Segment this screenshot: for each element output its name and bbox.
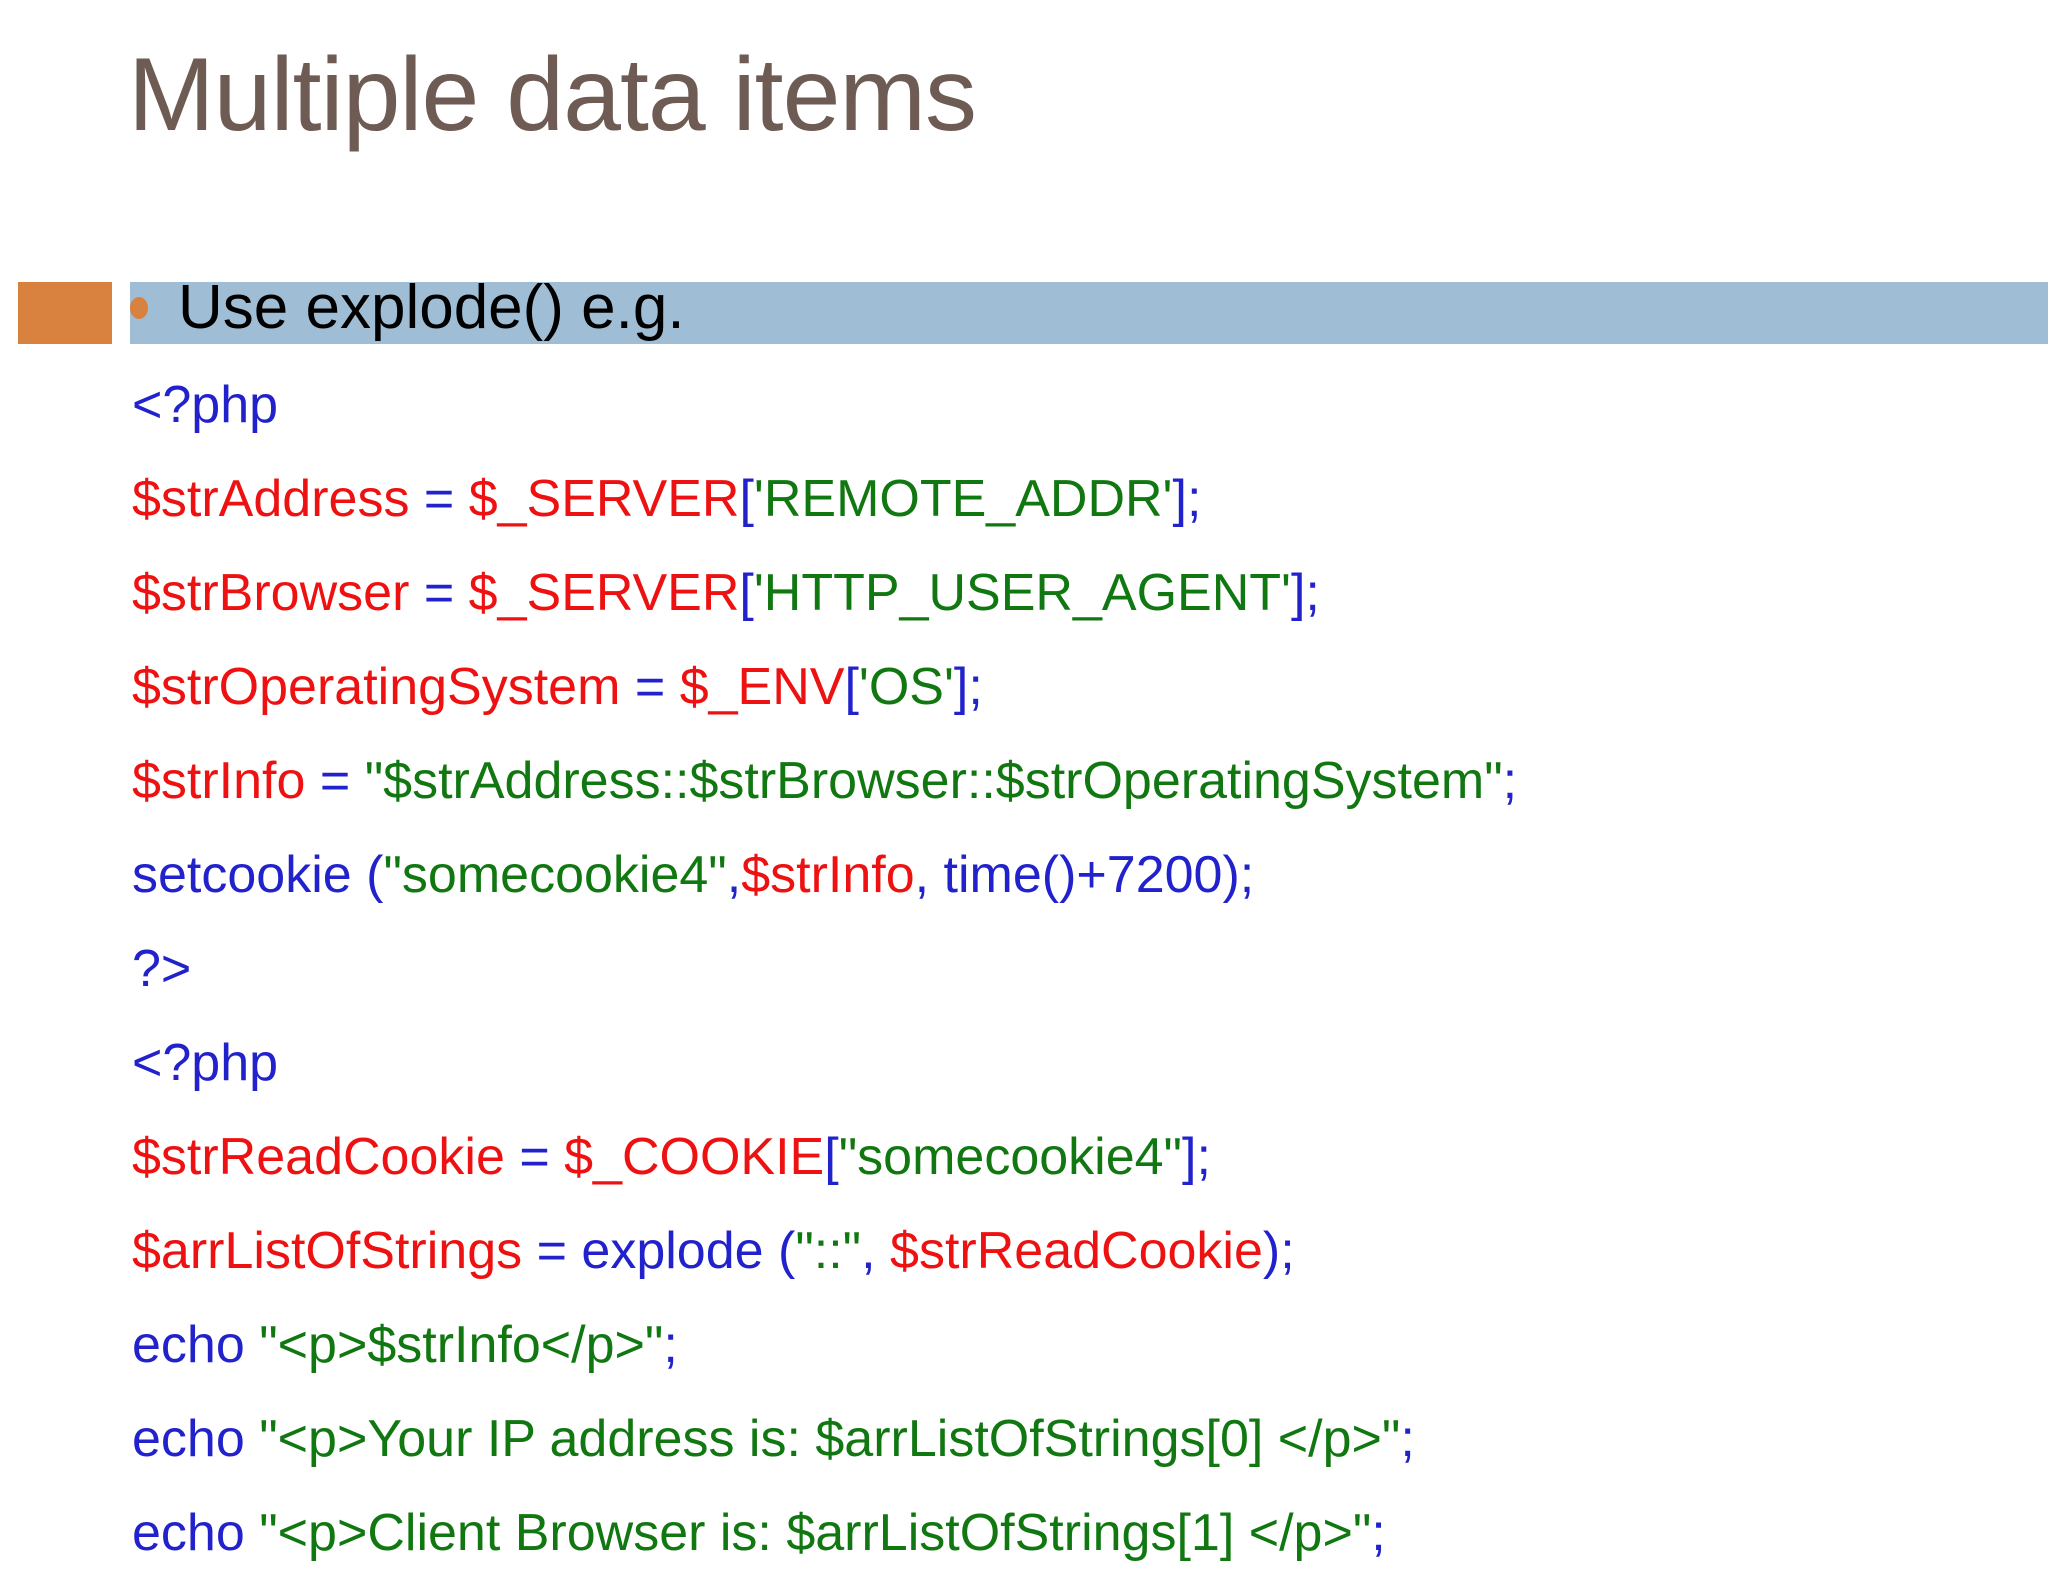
code-token-var: $strBrowser xyxy=(132,564,424,622)
code-token-kw: <?php xyxy=(132,1034,279,1092)
accent-block xyxy=(18,282,112,344)
section-heading-band: Use explode() e.g. xyxy=(0,277,2048,344)
bullet-item: Use explode() e.g. xyxy=(130,272,685,344)
code-token-kw: , xyxy=(861,1222,891,1280)
code-token-kw: [ xyxy=(844,658,859,716)
code-token-kw: = xyxy=(423,564,469,622)
code-token-var: $strReadCookie xyxy=(132,1128,520,1186)
code-token-str: 'REMOTE_ADDR' xyxy=(753,470,1173,528)
code-line: setcookie ("somecookie4",$strInfo, time(… xyxy=(132,828,2032,922)
code-line: $strReadCookie = $_COOKIE["somecookie4"]… xyxy=(132,1110,2032,1204)
code-token-kw: ; xyxy=(1400,1410,1415,1468)
code-token-kw: [ xyxy=(739,470,754,528)
bullet-dot-icon xyxy=(130,297,148,319)
code-token-kw: ]; xyxy=(1182,1128,1211,1186)
code-token-kw: echo xyxy=(132,1410,260,1468)
code-token-var: $strOperatingSystem xyxy=(132,658,635,716)
code-token-kw: , xyxy=(726,846,742,904)
bullet-item-label: Use explode() e.g. xyxy=(178,273,685,342)
code-token-kw: ; xyxy=(1502,752,1518,810)
code-token-kw: <?php xyxy=(132,376,279,434)
code-token-var: $strInfo xyxy=(132,752,320,810)
php-code-block: <?php$strAddress = $_SERVER['REMOTE_ADDR… xyxy=(132,358,2032,1580)
code-token-var: $strAddress xyxy=(132,470,424,528)
code-token-kw: ]; xyxy=(953,658,983,716)
code-token-str: "$strAddress::$strBrowser::$strOperating… xyxy=(364,752,1503,810)
code-token-kw: ]; xyxy=(1290,564,1320,622)
code-token-str: "::" xyxy=(795,1222,862,1280)
heading-highlight-bar xyxy=(130,282,2048,344)
code-token-var: $strInfo xyxy=(741,846,915,904)
code-token-kw: = xyxy=(519,1128,565,1186)
code-token-kw: = xyxy=(319,752,365,810)
code-line: $strBrowser = $_SERVER['HTTP_USER_AGENT'… xyxy=(132,546,2032,640)
code-token-kw: ]; xyxy=(1172,470,1202,528)
code-line: <?php xyxy=(132,1016,2032,1110)
code-token-str: 'HTTP_USER_AGENT' xyxy=(753,564,1291,622)
code-token-kw: echo xyxy=(132,1316,260,1374)
code-line: $arrListOfStrings = explode ("::", $strR… xyxy=(132,1204,2032,1298)
code-token-str: "somecookie4" xyxy=(838,1128,1183,1186)
code-token-kw: setcookie ( xyxy=(132,846,384,904)
code-line: $strInfo = "$strAddress::$strBrowser::$s… xyxy=(132,734,2032,828)
code-token-kw: ); xyxy=(1262,1222,1295,1280)
code-token-kw: ; xyxy=(663,1316,678,1374)
code-token-str: "<p>Your IP address is: $arrListOfString… xyxy=(259,1410,1401,1468)
code-line: echo "<p>Your IP address is: $arrListOfS… xyxy=(132,1392,2032,1486)
code-token-var: $_ENV xyxy=(679,658,845,716)
code-token-kw: [ xyxy=(824,1128,839,1186)
code-line: ?> xyxy=(132,922,2032,1016)
code-token-kw: ; xyxy=(1371,1504,1386,1562)
code-token-kw: [ xyxy=(739,564,754,622)
page-title: Multiple data items xyxy=(128,37,977,153)
code-token-kw: = xyxy=(423,470,469,528)
code-token-var: $_COOKIE xyxy=(564,1128,825,1186)
code-token-str: "somecookie4" xyxy=(383,846,727,904)
code-token-str: 'OS' xyxy=(858,658,954,716)
code-token-str: "<p>Client Browser is: $arrListOfStrings… xyxy=(259,1504,1372,1562)
code-line: $strOperatingSystem = $_ENV['OS']; xyxy=(132,640,2032,734)
code-line: $strAddress = $_SERVER['REMOTE_ADDR']; xyxy=(132,452,2032,546)
code-token-kw: = xyxy=(634,658,680,716)
code-token-var: $_SERVER xyxy=(468,470,740,528)
code-token-str: "<p>$strInfo</p>" xyxy=(259,1316,664,1374)
code-line: echo "<p>Client Browser is: $arrListOfSt… xyxy=(132,1486,2032,1580)
code-token-var: $_SERVER xyxy=(468,564,740,622)
code-token-var: $strReadCookie xyxy=(890,1222,1263,1280)
code-line: echo "<p>$strInfo</p>"; xyxy=(132,1298,2032,1392)
code-line: <?php xyxy=(132,358,2032,452)
code-token-var: $arrListOfStrings xyxy=(132,1222,537,1280)
code-token-kw: ?> xyxy=(132,940,192,998)
code-token-kw: , time()+7200); xyxy=(914,846,1255,904)
code-token-kw: = explode ( xyxy=(536,1222,796,1280)
code-token-kw: echo xyxy=(132,1504,260,1562)
